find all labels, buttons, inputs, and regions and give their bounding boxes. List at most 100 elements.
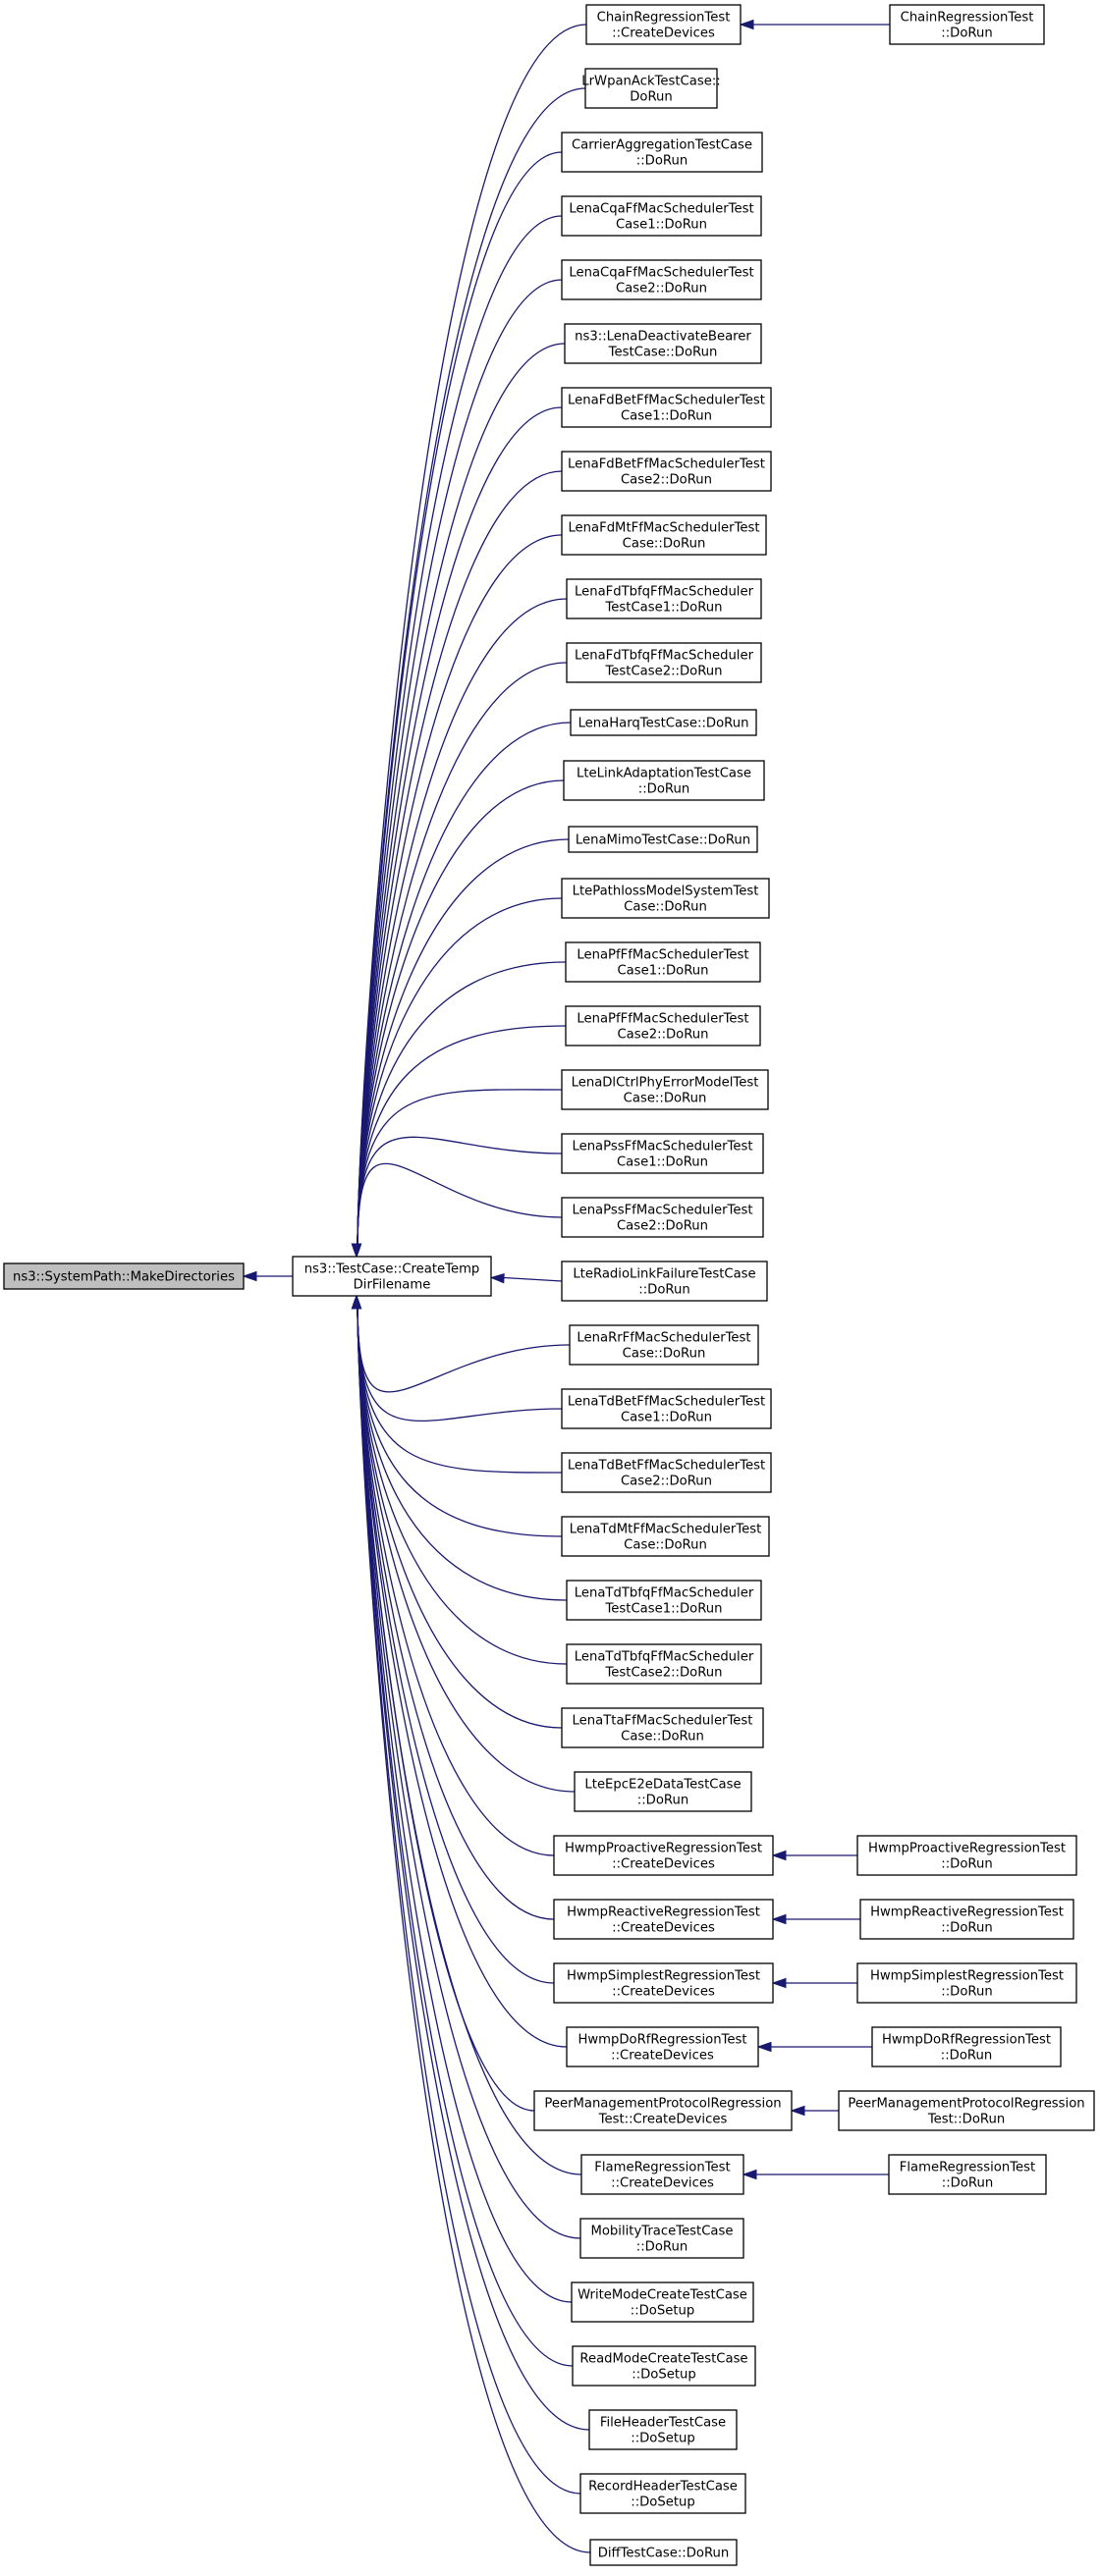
node-caller-c29[interactable]: LteEpcE2eDataTestCase::DoRun (574, 1771, 752, 1812)
node-caller-c36[interactable]: MobilityTraceTestCase::DoRun (579, 2218, 744, 2259)
node-caller-c21[interactable]: LteRadioLinkFailureTestCase::DoRun (561, 1261, 768, 1302)
node-label: ::CreateDevices (612, 1921, 715, 1936)
node-label: LenaHarqTestCase::DoRun (578, 717, 749, 731)
node-caller-d7[interactable]: FlameRegressionTest::DoRun (888, 2154, 1047, 2195)
node-label: LenaRrFfMacSchedulerTest (577, 1331, 750, 1346)
node-box (566, 1580, 762, 1621)
node-label: ::DoRun (638, 782, 689, 797)
node-label: LenaTdBetFfMacSchedulerTest (568, 1459, 765, 1474)
node-label: ::CreateDevices (611, 2176, 714, 2191)
node-label: Case2::DoRun (617, 1028, 708, 1043)
edge-c1 (357, 24, 587, 1246)
node-label: ::DoSetup (632, 2368, 696, 2383)
node-label: CarrierAggregationTestCase (572, 138, 752, 153)
edge-c8 (357, 470, 563, 1246)
node-caller-d3[interactable]: HwmpReactiveRegressionTest::DoRun (859, 1899, 1074, 1940)
node-label: LenaMimoTestCase::DoRun (576, 833, 750, 848)
node-label: HwmpReactiveRegressionTest (870, 1905, 1064, 1920)
node-caller-d2[interactable]: HwmpProactiveRegressionTest::DoRun (856, 1835, 1077, 1876)
node-label: RecordHeaderTestCase (588, 2480, 738, 2495)
node-caller-c31[interactable]: HwmpReactiveRegressionTest::CreateDevice… (553, 1899, 774, 1940)
node-box (563, 760, 765, 801)
node-caller-c33[interactable]: HwmpDoRfRegressionTest::CreateDevices (566, 2026, 759, 2067)
node-label: ChainRegressionTest (901, 11, 1034, 26)
node-label: ::DoRun (638, 1283, 689, 1298)
node-label: ::DoRun (636, 154, 688, 169)
node-caller-c38[interactable]: ReadModeCreateTestCase::DoSetup (572, 2345, 756, 2387)
edge-c26 (357, 1307, 568, 1601)
node-caller-d6[interactable]: PeerManagementProtocolRegressionTest::Do… (838, 2090, 1095, 2131)
node-label: ::DoSetup (631, 2304, 695, 2319)
node-caller-c1[interactable]: ChainRegressionTest::CreateDevices (585, 4, 742, 45)
node-caller-c34[interactable]: PeerManagementProtocolRegressionTest::Cr… (533, 2090, 793, 2131)
node-label: Case2::DoRun (621, 473, 712, 488)
edge-c20 (357, 1162, 563, 1246)
node-label: LenaFdBetFfMacSchedulerTest (568, 457, 765, 472)
node-label: Case1::DoRun (616, 218, 707, 233)
node-box (561, 1069, 769, 1110)
node-box (292, 1256, 492, 1297)
node-caller-c41[interactable]: DiffTestCase::DoRun (589, 2539, 738, 2566)
node-label: ::CreateDevices (612, 27, 715, 41)
node-box (584, 68, 718, 109)
edge-c22 (357, 1307, 571, 1393)
node-label: ns3::SystemPath::MakeDirectories (13, 1270, 235, 1285)
node-caller-c37[interactable]: WriteModeCreateTestCase::DoSetup (571, 2281, 754, 2323)
node-box (859, 1899, 1074, 1940)
node-box (561, 878, 770, 919)
node-box (561, 1707, 764, 1748)
node-label: PeerManagementProtocolRegression (848, 2097, 1084, 2112)
node-caller-c30[interactable]: HwmpProactiveRegressionTest::CreateDevic… (553, 1835, 774, 1876)
node-box (561, 1261, 768, 1302)
node-label: LenaTdBetFfMacSchedulerTest (568, 1395, 765, 1410)
node-caller-c32[interactable]: HwmpSimplestRegressionTest::CreateDevice… (553, 1962, 774, 2004)
node-caller-c35[interactable]: FlameRegressionTest::CreateDevices (580, 2154, 744, 2195)
node-caller-c14[interactable]: LenaMimoTestCase::DoRun (568, 826, 758, 853)
node-caller-c40[interactable]: RecordHeaderTestCase::DoSetup (579, 2473, 746, 2514)
node-caller-d5[interactable]: HwmpDoRfRegressionTest::DoRun (871, 2026, 1062, 2067)
node-box (561, 451, 772, 492)
edge-arrow-d3 (771, 1913, 787, 1925)
edge-c29 (357, 1307, 576, 1793)
node-root[interactable]: ns3::SystemPath::MakeDirectories (3, 1262, 245, 1290)
node-caller-c39[interactable]: FileHeaderTestCase::DoSetup (588, 2409, 738, 2450)
edge-c23 (357, 1307, 563, 1422)
node-caller-c3[interactable]: CarrierAggregationTestCase::DoRun (561, 132, 763, 173)
node-box (588, 2409, 738, 2450)
node-label: LenaTdTbfqFfMacScheduler (575, 1586, 754, 1601)
edge-arrow-d6 (790, 2105, 805, 2117)
node-box (565, 941, 761, 983)
node-caller-c2[interactable]: LrWpanAckTestCase::DoRun (581, 68, 721, 109)
edge-arrow-d1 (739, 19, 754, 30)
node-caller-c12[interactable]: LenaHarqTestCase::DoRun (570, 709, 757, 736)
node-label: LenaPfFfMacSchedulerTest (577, 1012, 748, 1027)
node-caller-c13[interactable]: LteLinkAdaptationTestCase::DoRun (563, 760, 765, 801)
node-box (561, 1516, 770, 1557)
node-label: ::DoRun (942, 2176, 993, 2191)
node-label: LenaPssFfMacSchedulerTest (572, 1140, 752, 1154)
node-caller-d1[interactable]: ChainRegressionTest::DoRun (889, 4, 1045, 45)
node-caller-d4[interactable]: HwmpSimplestRegressionTest::DoRun (856, 1962, 1077, 2004)
